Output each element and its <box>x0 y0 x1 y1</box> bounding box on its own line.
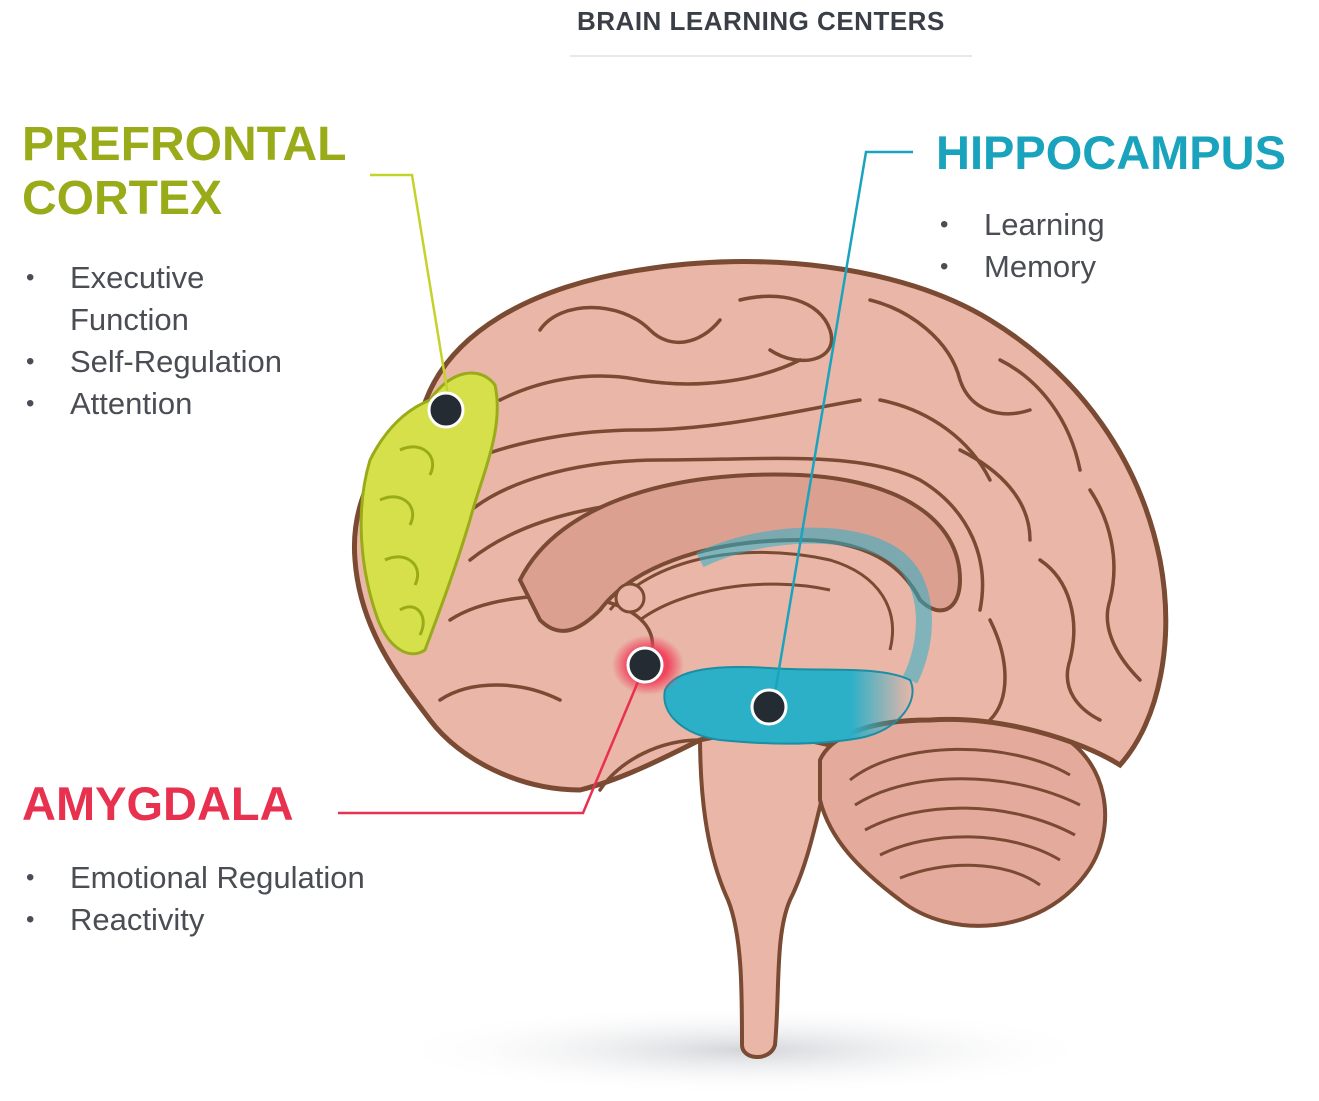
list-item: Reactivity <box>22 899 442 941</box>
list-item: Emotional Regulation <box>22 857 442 899</box>
amygdala-marker <box>628 648 662 682</box>
amygdala-function-list: Emotional Regulation Reactivity <box>22 857 442 941</box>
prefrontal-cortex-title: PREFRONTAL CORTEX <box>22 118 346 226</box>
cerebellum <box>820 714 1105 925</box>
list-item: Self-Regulation <box>22 341 352 383</box>
prefrontal-function-list: Executive Function Self-Regulation Atten… <box>22 257 352 425</box>
hippocampus-function-list: Learning Memory <box>936 204 1276 288</box>
prefrontal-title-line2: CORTEX <box>22 172 346 226</box>
hippocampus-marker <box>752 690 786 724</box>
prefrontal-marker <box>429 393 463 427</box>
prefrontal-title-line1: PREFRONTAL <box>22 118 346 172</box>
list-item: Executive Function <box>22 257 260 341</box>
list-item: Attention <box>22 383 352 425</box>
list-item: Learning <box>936 204 1276 246</box>
list-item: Memory <box>936 246 1276 288</box>
hippocampus-title: HIPPOCAMPUS <box>936 127 1286 180</box>
amygdala-title: AMYGDALA <box>22 778 294 831</box>
hippocampus-region <box>664 667 912 744</box>
